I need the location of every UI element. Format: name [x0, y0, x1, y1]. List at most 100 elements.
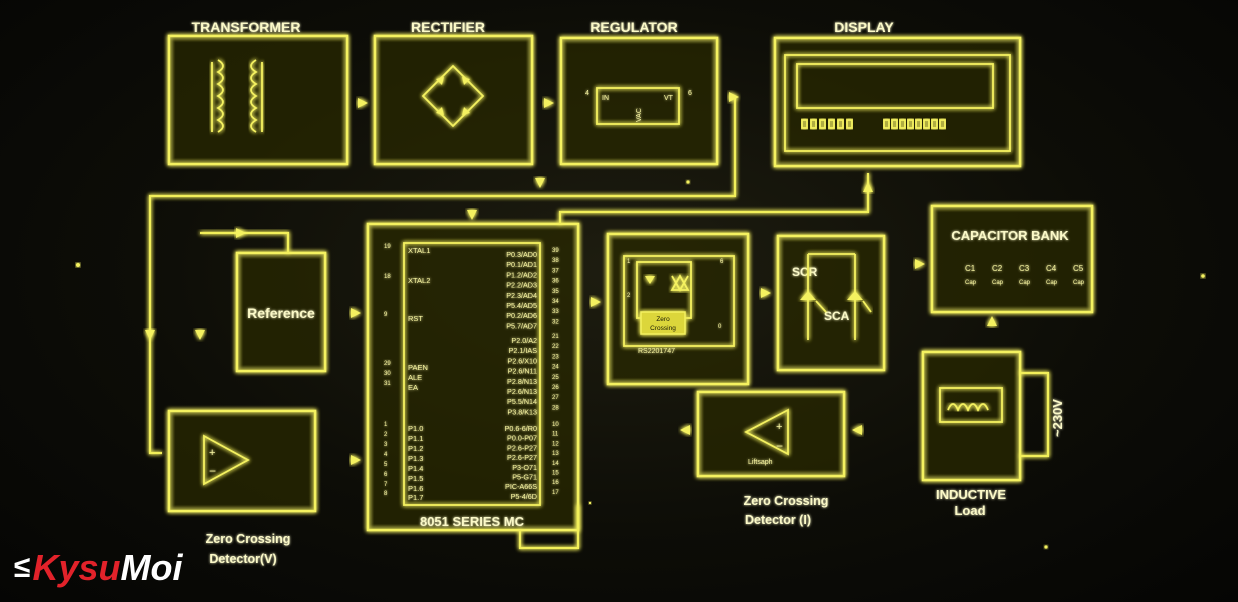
capacitor-sub-label: Cap: [992, 280, 1004, 286]
mcu-right-pin-name: P2.2/AD3: [506, 281, 537, 290]
optocoupler-block: Zero Crossing RS2201747 1 2 6 0: [606, 232, 750, 386]
regulator-pin-num-in: 4: [585, 90, 589, 97]
capacitor-label: C5: [1073, 264, 1084, 273]
mcu-right-pin-name: P0.2/AD6: [506, 311, 537, 320]
bridge-rectifier-icon: [408, 64, 498, 128]
mcu-right-pin-num: 15: [552, 471, 559, 477]
inductor-icon: [939, 387, 1003, 423]
opto-pin-6: 6: [720, 259, 724, 265]
zcd-v-label-line1: Zero Crossing: [206, 532, 291, 546]
mcu-right-pin-name: P0.1/AD1: [506, 260, 537, 269]
mcu-left-pin-num: 30: [384, 371, 391, 377]
mcu-right-pin-num: 14: [552, 461, 559, 467]
svg-text:+: +: [209, 447, 215, 459]
mcu-left-pin-name: PAEN: [408, 363, 428, 372]
regulator-block: REGULATOR IN VT VAC 4 6: [559, 19, 719, 166]
opto-pin-0: 0: [718, 324, 722, 330]
mcu-right-pin-num: 34: [552, 299, 559, 305]
mcu-left-pin-num: 29: [384, 361, 391, 367]
mcu-left-pin-name: ALE: [408, 373, 422, 382]
capacitor-label: C4: [1046, 264, 1057, 273]
lcd-icon: [784, 54, 1011, 152]
mcu-right-pin-num: 36: [552, 279, 559, 285]
brand-logo: ≤ Kysu Moi: [14, 546, 182, 590]
mcu-right-pin-name: PIC-A66S: [505, 482, 537, 491]
scr-sca-block: SCR SCA: [776, 234, 886, 372]
mcu-left-pin-num: 1: [384, 422, 388, 428]
mcu-right-pin-num: 12: [552, 441, 559, 447]
scr-label: SCR: [792, 265, 818, 279]
mcu-left-pin-num: 2: [384, 432, 388, 438]
zcd-v-block: + − Zero Crossing Detector(V): [167, 409, 317, 566]
capacitor-sub-label: Cap: [1019, 280, 1031, 286]
sca-label: SCA: [824, 309, 850, 323]
mcu-left-pin-name: P1.2: [408, 444, 423, 453]
mcu-right-pin-num: 21: [552, 334, 559, 340]
logo-text-part2: Moi: [120, 547, 183, 588]
zc-chip-line1: Zero: [656, 316, 670, 323]
rectifier-block: RECTIFIER: [373, 19, 534, 166]
mcu-right-pin-name: P2.6/X10: [507, 356, 537, 365]
mcu-right-pin-name: P2.8/N13: [507, 377, 537, 386]
mcu-right-pin-num: 25: [552, 375, 559, 381]
mcu-right-pin-num: 39: [552, 248, 559, 254]
mcu-left-pin-num: 19: [384, 244, 391, 250]
mcu-left-pin-name: P1.5: [408, 474, 423, 483]
regulator-pin-out: VT: [664, 95, 674, 102]
mcu-right-pin-num: 16: [552, 480, 559, 486]
display-title: DISPLAY: [834, 19, 894, 35]
mcu-right-pin-name: P2.6-P27: [507, 443, 537, 452]
zc-chip-line2: Crossing: [650, 325, 676, 332]
mcu-left-pin-num: 6: [384, 472, 388, 478]
mcu-right-pin-num: 10: [552, 422, 559, 428]
opto-pin-2: 2: [627, 293, 631, 299]
mcu-right-pin-name: P2.6/N11: [508, 367, 537, 376]
mcu-left-pin-name: XTAL2: [408, 276, 430, 285]
inductive-load-block: INDUCTIVE Load ~230V: [921, 350, 1065, 518]
mcu-left-pin-num: 3: [384, 442, 388, 448]
reference-label: Reference: [247, 305, 315, 321]
mcu-left-pin-num: 18: [384, 274, 391, 280]
mcu-right-pin-name: P2.0/A2: [511, 336, 537, 345]
mcu-left-pin-name: P1.4: [408, 464, 423, 473]
mcu-right-pin-name: P1.2/AD2: [506, 270, 537, 279]
mcu-left-pin-num: 4: [384, 452, 388, 458]
reference-block: Reference: [235, 251, 327, 373]
mcu-right-pin-num: 33: [552, 309, 559, 315]
mcu-right-pin-num: 17: [552, 490, 559, 496]
mcu-right-pin-num: 28: [552, 405, 559, 411]
mcu-right-pin-name: P5.7/AD7: [506, 321, 537, 330]
background-sparkles: [76, 180, 1205, 549]
mcu-right-pin-name: P0.0-P07: [507, 434, 537, 443]
mcu-left-pin-num: 31: [384, 381, 391, 387]
mcu-left-pin-num: 8: [384, 491, 388, 497]
capacitor-sub-label: Cap: [1073, 280, 1085, 286]
capacitor-label: C2: [992, 264, 1003, 273]
zcd-v-label-line2: Detector(V): [209, 552, 276, 566]
capacitor-sub-label: Cap: [1046, 280, 1058, 286]
mcu-right-pin-name: P3.8/K13: [507, 407, 537, 416]
mcu-left-pin-num: 5: [384, 462, 388, 468]
mcu-right-pin-name: P5-G71: [512, 473, 537, 482]
optocoupler-part-number: RS2201747: [638, 348, 675, 355]
inductive-label-line1: INDUCTIVE: [936, 487, 1006, 502]
zcd-i-chip-label: Liftsaph: [748, 459, 773, 466]
logo-mark: ≤: [14, 551, 31, 584]
svg-text:−: −: [776, 439, 783, 453]
mcu-left-pin-name: EA: [408, 383, 418, 392]
display-block: DISPLAY: [773, 19, 1022, 168]
transformer-coil-icon: [196, 56, 296, 138]
mains-voltage-label: ~230V: [1050, 399, 1065, 437]
mcu-right-pin-num: 26: [552, 385, 559, 391]
mcu-right-pin-num: 22: [552, 344, 559, 350]
regulator-pin-gnd: VAC: [636, 108, 643, 122]
arrowheads: [145, 92, 997, 465]
mcu-left-pin-name: P1.0: [408, 424, 423, 433]
mcu-right-pin-num: 24: [552, 365, 559, 371]
svg-text:+: +: [776, 421, 782, 433]
rectifier-title: RECTIFIER: [411, 19, 485, 35]
mcu-left-pin-name: P1.3: [408, 454, 423, 463]
